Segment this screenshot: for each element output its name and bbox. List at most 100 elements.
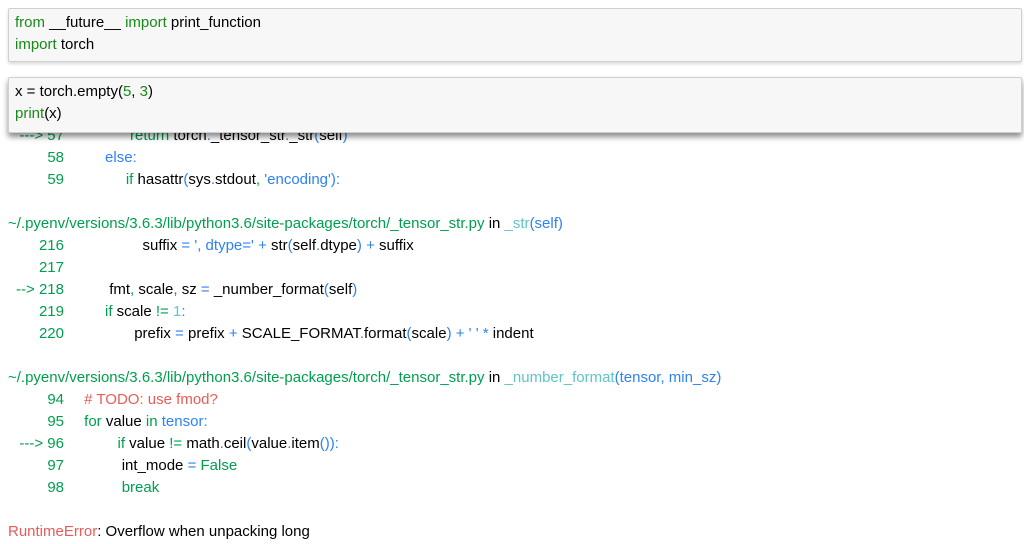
code-line: x = torch.empty(5, 3)	[15, 81, 1021, 103]
code-token: if	[117, 435, 126, 452]
code-token: .	[316, 237, 321, 254]
line-number: 59	[47, 171, 64, 188]
code-token: .	[206, 127, 211, 144]
traceback-file-path: ~/.pyenv/versions/3.6.3/lib/python3.6/si…	[8, 367, 1024, 389]
code-token	[80, 171, 126, 188]
code-token: indent	[488, 325, 534, 342]
code-token	[80, 435, 118, 452]
line-number: 94	[47, 391, 64, 408]
code-token	[80, 479, 122, 496]
traceback-source-line: 95 for value in tensor:	[8, 411, 1024, 433]
traceback-source-line: 98 break	[8, 477, 1024, 499]
source-code: if scale != 1:	[80, 301, 186, 323]
source-code: suffix = ', dtype=' + str(self.dtype) + …	[80, 235, 414, 257]
code-token: scale	[134, 281, 174, 298]
code-token: )	[330, 171, 336, 188]
source-code: prefix = prefix + SCALE_FORMAT.format(sc…	[80, 323, 534, 345]
traceback-source-line: 58 else:	[8, 147, 1024, 169]
traceback-source-line: 220 prefix = prefix + SCALE_FORMAT.forma…	[8, 323, 1024, 345]
code-token: :	[181, 303, 186, 320]
code-token: self	[292, 237, 317, 254]
code-line: from __future__ import print_function	[15, 12, 1021, 34]
code-token: : Overflow when unpacking long	[97, 523, 310, 540]
code-token: (tensor, min_sz)	[614, 369, 722, 386]
code-token: =	[187, 457, 197, 474]
code-token: (	[314, 127, 320, 144]
code-token	[80, 457, 122, 474]
code-token: (	[183, 171, 189, 188]
code-token: _number_format	[209, 281, 324, 298]
code-token: int_mode	[121, 457, 188, 474]
line-number: 217	[38, 259, 64, 276]
code-token: ,	[173, 281, 178, 298]
code-token: else:	[105, 149, 137, 166]
code-token: .	[359, 325, 365, 342]
code-token: (	[406, 325, 412, 342]
code-token: # TODO: use fmod?	[84, 391, 218, 408]
code-token: (	[323, 281, 329, 298]
error-message-text: RuntimeError: Overflow when unpacking lo…	[8, 521, 310, 543]
code-token: _number_format	[504, 369, 615, 386]
code-line: import torch	[15, 34, 1021, 56]
code-token	[80, 237, 143, 254]
code-token: ~/.pyenv/versions/3.6.3/lib/python3.6/si…	[8, 215, 485, 232]
code-token: =	[181, 237, 191, 254]
traceback-source-line: 94 # TODO: use fmod?	[8, 389, 1024, 411]
code-token: import	[15, 36, 57, 53]
code-token: value	[125, 435, 170, 452]
code-token: (x)	[44, 105, 62, 122]
source-code: if value != math.ceil(value.item()):	[80, 433, 339, 455]
code-token: ,	[130, 281, 135, 298]
code-cell-print-tensor[interactable]: x = torch.empty(5, 3) print(x)	[8, 77, 1022, 133]
code-token: if	[125, 171, 134, 188]
traceback-source-line: --> 218 fmt, scale, sz = _number_format(…	[8, 279, 1024, 301]
code-token: +	[366, 237, 375, 254]
code-token	[80, 303, 105, 320]
code-token: scale	[411, 325, 447, 342]
source-code: fmt, scale, sz = _number_format(self)	[80, 279, 357, 301]
current-line-marker: --> 218	[16, 281, 64, 298]
line-number: 216	[38, 237, 64, 254]
code-token: ' '	[468, 325, 479, 342]
code-token: 1	[172, 303, 182, 320]
code-token: 3	[139, 83, 148, 100]
source-code: else:	[80, 147, 137, 169]
code-token: from	[15, 14, 45, 31]
code-token: .	[210, 171, 216, 188]
code-token: print_function	[166, 14, 261, 31]
code-token: for	[84, 413, 102, 430]
code-token: )	[356, 237, 362, 254]
code-token	[80, 281, 109, 298]
code-token: prefix	[183, 325, 229, 342]
code-token: in	[145, 413, 158, 430]
code-token: :	[334, 435, 339, 452]
code-token: =	[200, 281, 210, 298]
code-token: suffix	[142, 237, 182, 254]
traceback-file-path-text: ~/.pyenv/versions/3.6.3/lib/python3.6/si…	[8, 367, 721, 389]
code-token: ())	[319, 435, 335, 452]
code-token: print	[15, 105, 45, 122]
code-token: in	[484, 369, 505, 386]
source-code: # TODO: use fmod?	[80, 389, 218, 411]
code-token: _str	[504, 215, 530, 232]
code-token: str	[266, 237, 288, 254]
code-token: +	[455, 325, 465, 342]
code-token: !=	[169, 435, 183, 452]
traceback-file-path: ~/.pyenv/versions/3.6.3/lib/python3.6/si…	[8, 213, 1024, 235]
code-token: hasattr	[133, 171, 184, 188]
traceback-source-line: ---> 96 if value != math.ceil(value.item…	[8, 433, 1024, 455]
code-token: (	[287, 237, 293, 254]
code-token: +	[258, 237, 267, 254]
code-token: self	[328, 281, 353, 298]
code-token: fmt	[109, 281, 131, 298]
traceback-source-line: 219 if scale != 1:	[8, 301, 1024, 323]
code-token: dtype	[320, 237, 357, 254]
code-token: math	[182, 435, 220, 452]
source-code: for value in tensor:	[80, 411, 208, 433]
current-line-marker: ---> 96	[19, 435, 64, 452]
traceback-output: ---> 57 return torch._tensor_str._str(se…	[8, 125, 1024, 543]
code-token: 'encoding'	[264, 171, 331, 188]
code-token: tensor:	[161, 413, 208, 430]
code-token: torch	[56, 36, 95, 53]
